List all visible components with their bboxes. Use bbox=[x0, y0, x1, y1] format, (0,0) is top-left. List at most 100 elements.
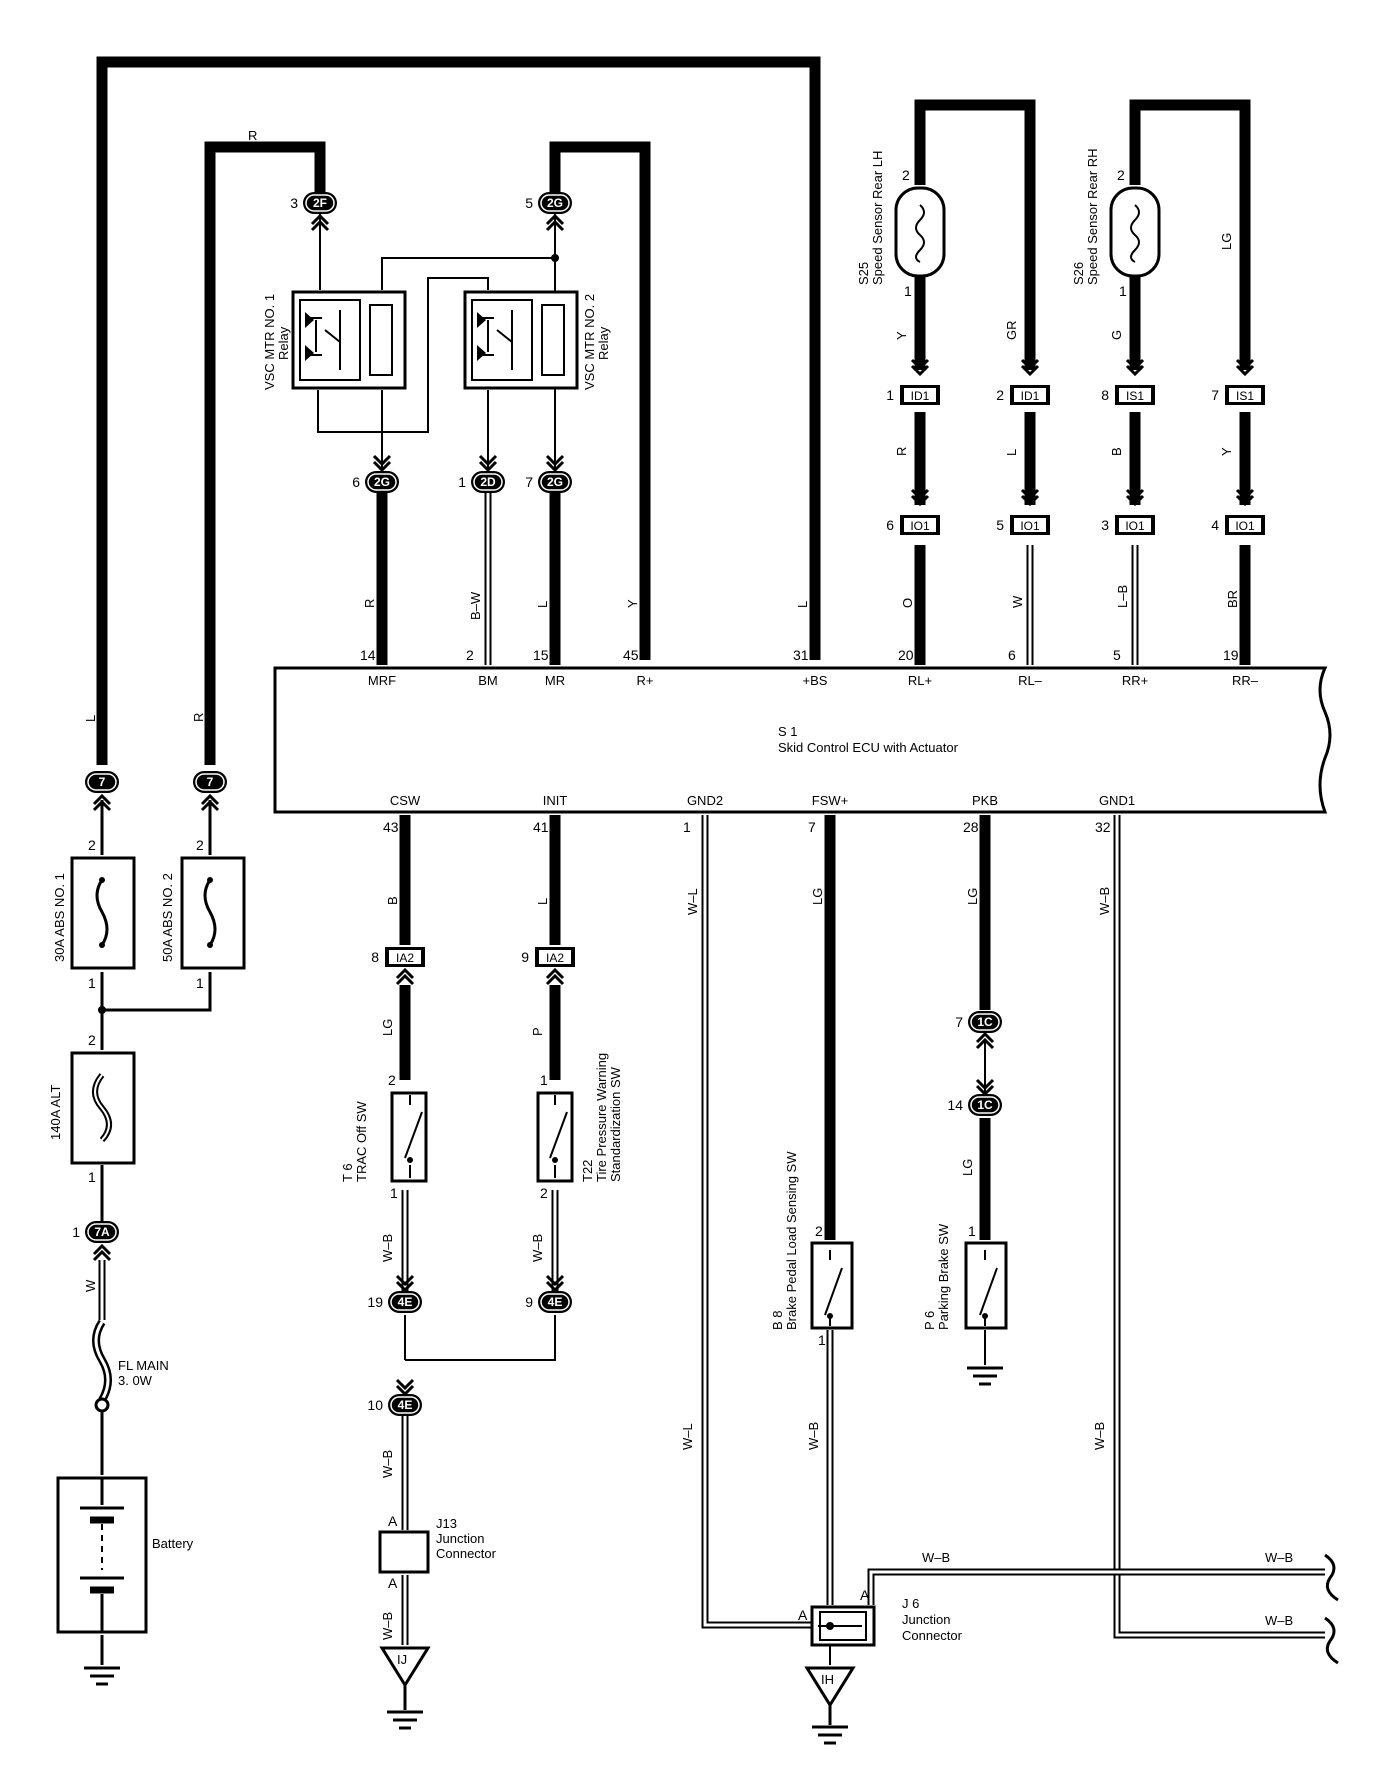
connector-c2G_7: 2G7 bbox=[525, 471, 572, 493]
connector-pin-is1_8: 8 bbox=[1101, 387, 1109, 403]
wb-right1-label: W–B bbox=[1265, 1550, 1293, 1565]
connector-pin-id1_2: 2 bbox=[996, 387, 1004, 403]
arrow-down-4 bbox=[910, 494, 930, 507]
arrow-down-10 bbox=[545, 460, 565, 473]
connector-pin-c2G_top: 5 bbox=[525, 195, 533, 211]
arrow-down2-13 bbox=[395, 1378, 415, 1391]
ground-ih-label: IH bbox=[821, 1672, 834, 1687]
t22-code: T22 bbox=[580, 1160, 595, 1182]
s26-pin-bottom: 1 bbox=[1119, 283, 1127, 299]
ecu-pin-num-b41: 41 bbox=[533, 819, 549, 835]
arrow-up-7 bbox=[975, 1031, 995, 1044]
j6-pin-a: A bbox=[798, 1607, 808, 1623]
arrow-up2-1 bbox=[200, 799, 220, 812]
fuse-alt-label: 140A ALT bbox=[48, 1085, 63, 1140]
ecu-pin-wire-8: BR bbox=[1225, 590, 1240, 608]
ecu-pin-wire-6: W bbox=[1010, 595, 1025, 608]
s25-name: Speed Sensor Rear LH bbox=[870, 151, 885, 285]
arrow-up-6 bbox=[545, 967, 565, 980]
connector-c2G_6: 2G 6 bbox=[352, 471, 399, 493]
ecu-pin-name-3: R+ bbox=[637, 673, 654, 688]
connector-pin-c2G_7: 7 bbox=[525, 474, 533, 490]
connector-pin-io1_6: 6 bbox=[886, 517, 894, 533]
wire-l-left: L bbox=[83, 715, 98, 722]
relay2-line2: Relay bbox=[596, 326, 611, 360]
wb-right2-label: W–B bbox=[1265, 1613, 1293, 1628]
thin-wires bbox=[98, 212, 1339, 1665]
p6-wire-mid: LG bbox=[960, 1159, 975, 1176]
connector-code-ia2_9: IA2 bbox=[546, 951, 564, 965]
b8-pin-top: 2 bbox=[815, 1223, 823, 1239]
ecu-top-pins: 14MRFR2BMB–W15MRL45R+Y31+BSL20RL+O6RL–W5… bbox=[360, 585, 1259, 688]
connector-code-c2G_6: 2G bbox=[374, 475, 390, 489]
connector-pin-c7A: 1 bbox=[72, 1224, 80, 1240]
ecu-pin-wire-7: L–B bbox=[1115, 585, 1130, 608]
connector-code-io1_6: IO1 bbox=[910, 519, 930, 533]
j13-wire-top: W–B bbox=[380, 1450, 395, 1478]
s25-code: S25 bbox=[856, 262, 871, 285]
j6-name2: Connector bbox=[902, 1628, 963, 1643]
arrow-up-4 bbox=[545, 213, 565, 226]
left-wire-labels: L R R W bbox=[83, 128, 257, 1292]
fuse-abs2: 50A ABS NO. 2 2 1 bbox=[160, 837, 246, 991]
j13-name2: Connector bbox=[436, 1546, 497, 1561]
ecu-bottom-pins: CSW43BINIT41LGND21W–LFSW+7LGPKB28LGGND13… bbox=[383, 793, 1135, 915]
connector-pin-ia2_8: 8 bbox=[371, 949, 379, 965]
t6-code: T 6 bbox=[340, 1163, 355, 1182]
p6-code: P 6 bbox=[922, 1311, 937, 1330]
connector-code-io1_3: IO1 bbox=[1125, 519, 1145, 533]
connector-pin-c2D: 1 bbox=[458, 474, 466, 490]
arrow-down-6 bbox=[1125, 494, 1145, 507]
connector-c2D: 2D1 bbox=[458, 471, 505, 493]
p6-pin-top: 1 bbox=[968, 1223, 976, 1239]
arrow-down2-4 bbox=[910, 488, 930, 501]
connector-c1C_7: 1C7 bbox=[955, 1011, 1002, 1033]
ecu-pin-wire-5: O bbox=[900, 598, 915, 608]
arrow-up2-2 bbox=[92, 1249, 112, 1262]
battery: Battery bbox=[56, 1476, 194, 1634]
ecu-pin-wire-b5: W–B bbox=[1097, 887, 1112, 915]
connector-code-c2G_top: 2G bbox=[547, 196, 563, 210]
switch-parking-brake: 1 P 6 Parking Brake SW LG bbox=[922, 1159, 1008, 1330]
connector-pin-ia2_9: 9 bbox=[521, 949, 529, 965]
fuse-abs1-label: 30A ABS NO. 1 bbox=[52, 873, 67, 962]
connector-io1_6: IO1 6 bbox=[886, 515, 940, 535]
ecu-pin-num-14: 14 bbox=[360, 647, 376, 663]
ecu-pin-num-31: 31 bbox=[793, 647, 809, 663]
t22-wire-bottom: W–B bbox=[530, 1234, 545, 1262]
connector-pin-c2G_6: 6 bbox=[352, 474, 360, 490]
arrow-down2-2 bbox=[1125, 358, 1145, 371]
ecu-pin-wire-b3: LG bbox=[810, 888, 825, 905]
s25-mid-right: L bbox=[1004, 449, 1019, 456]
arrow-up-2 bbox=[92, 1243, 112, 1256]
t22-pin-bottom: 2 bbox=[540, 1185, 548, 1201]
fuse-abs1: 30A ABS NO. 1 2 1 bbox=[52, 837, 136, 991]
ecu-pin-name-b0: CSW bbox=[390, 793, 421, 808]
ecu-pin-name-b3: FSW+ bbox=[812, 793, 848, 808]
ecu-pin-name-b2: GND2 bbox=[687, 793, 723, 808]
arrow-down2-0 bbox=[910, 358, 930, 371]
connector-pin-c1C_7: 7 bbox=[955, 1014, 963, 1030]
connector-c2F: 2F3 bbox=[290, 192, 337, 214]
t6-name: TRAC Off SW bbox=[354, 1101, 369, 1182]
ecu-pin-num-b1: 1 bbox=[683, 819, 691, 835]
arrow-up2-7 bbox=[975, 1037, 995, 1050]
ecu-pin-wire-b0: B bbox=[385, 896, 400, 905]
arrow-down-13 bbox=[395, 1384, 415, 1397]
connector-ia2_9: IA2 9 bbox=[521, 947, 575, 967]
arrow-down-5 bbox=[1020, 494, 1040, 507]
ecu-pin-name-1: BM bbox=[478, 673, 498, 688]
ecu-pin-wire-1: B–W bbox=[468, 591, 483, 620]
arrow-down-12 bbox=[545, 1280, 565, 1293]
fuse-alt-pin-bottom: 1 bbox=[88, 1169, 96, 1185]
ground-ij: IJ bbox=[379, 1646, 431, 1730]
ecu-pin-name-7: RR+ bbox=[1122, 673, 1148, 688]
s26-code: S26 bbox=[1071, 262, 1086, 285]
thick-wires bbox=[96, 56, 1251, 1240]
arrows bbox=[92, 213, 1255, 1397]
t6-wire-bottom: W–B bbox=[380, 1234, 395, 1262]
relay1-line1: VSC MTR NO. 1 bbox=[262, 294, 277, 390]
arrow-down-2 bbox=[1125, 364, 1145, 377]
